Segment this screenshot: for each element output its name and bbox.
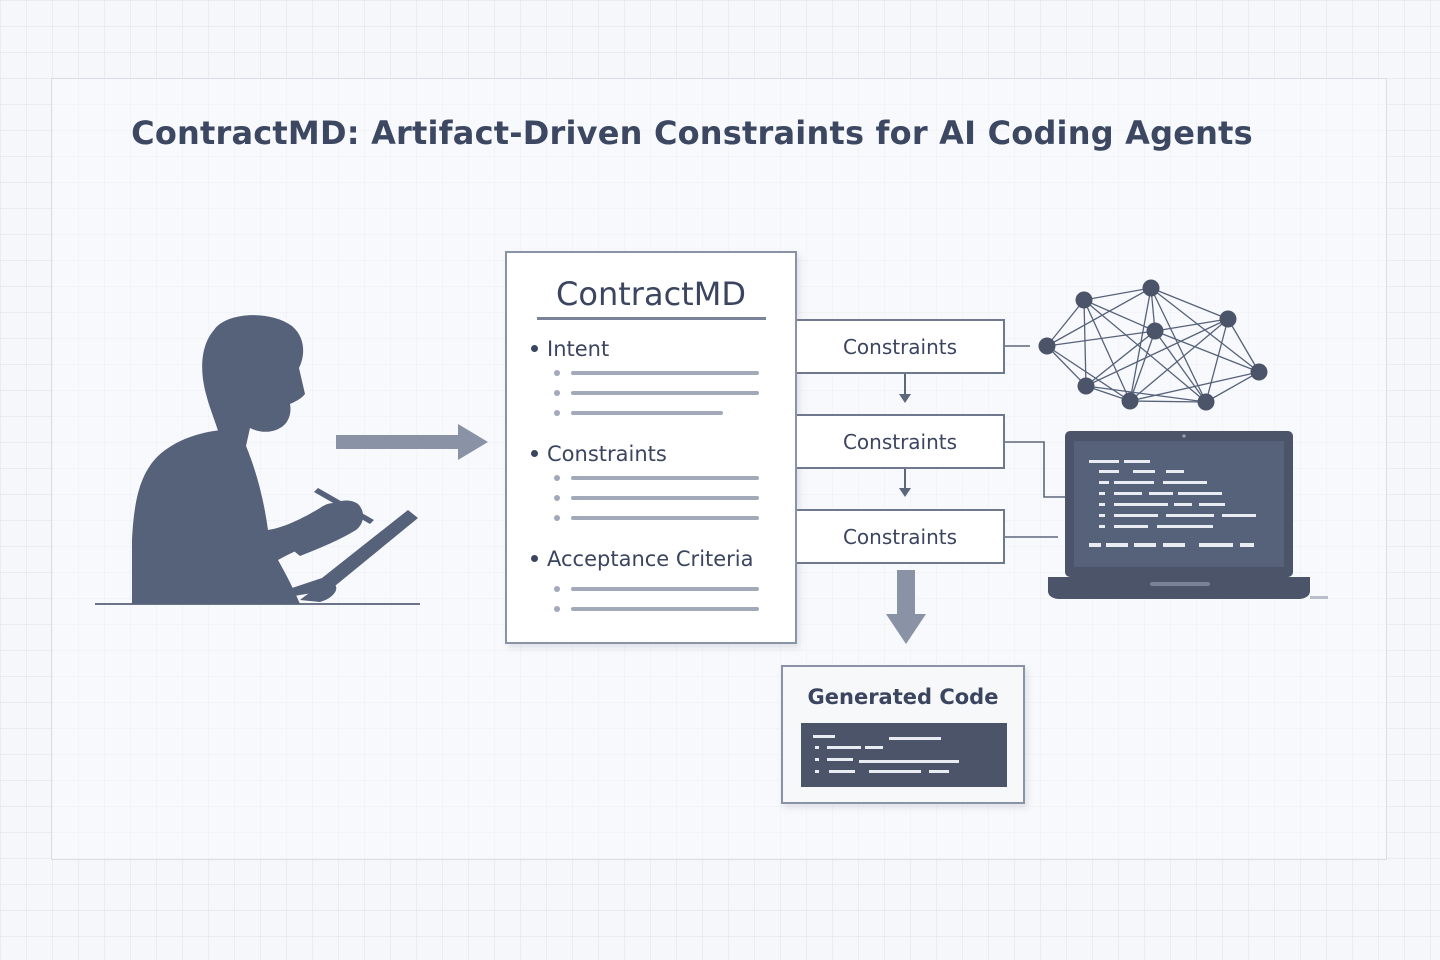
output-arrow-icon	[886, 570, 926, 644]
constraint-box-2: Constraints	[797, 414, 1005, 469]
constraint-box-1: Constraints	[797, 319, 1005, 374]
laptop-code-icon	[1048, 431, 1328, 599]
code-snippet	[801, 723, 1007, 787]
section-acceptance-criteria: Acceptance Criteria	[531, 547, 754, 571]
neural-network-icon	[1038, 279, 1268, 411]
arrow-icon	[336, 424, 488, 460]
bullet-icon	[531, 554, 538, 562]
section-acceptance-criteria-label: Acceptance Criteria	[547, 547, 754, 571]
diagram-title: ContractMD: Artifact-Driven Constraints …	[131, 114, 1253, 152]
document-title: ContractMD	[556, 275, 746, 313]
section-constraints-label: Constraints	[547, 442, 667, 466]
generated-code-title: Generated Code	[807, 685, 999, 709]
section-intent: Intent	[531, 337, 609, 361]
code-lines-icon	[813, 735, 959, 773]
section-intent-label: Intent	[547, 337, 610, 361]
generated-code-box: Generated Code	[781, 665, 1025, 804]
section-constraints: Constraints	[531, 442, 667, 466]
contract-document: ContractMD Intent Constraints Acceptance…	[505, 251, 797, 644]
box-to-target-connectors	[1005, 345, 1065, 538]
person-writing-silhouette-icon	[95, 315, 420, 605]
constraint-flow-arrows	[899, 374, 911, 497]
bullet-icon	[531, 449, 538, 457]
constraint-box-3: Constraints	[797, 509, 1005, 564]
document-title-rule	[537, 317, 766, 320]
bullet-icon	[531, 344, 538, 352]
